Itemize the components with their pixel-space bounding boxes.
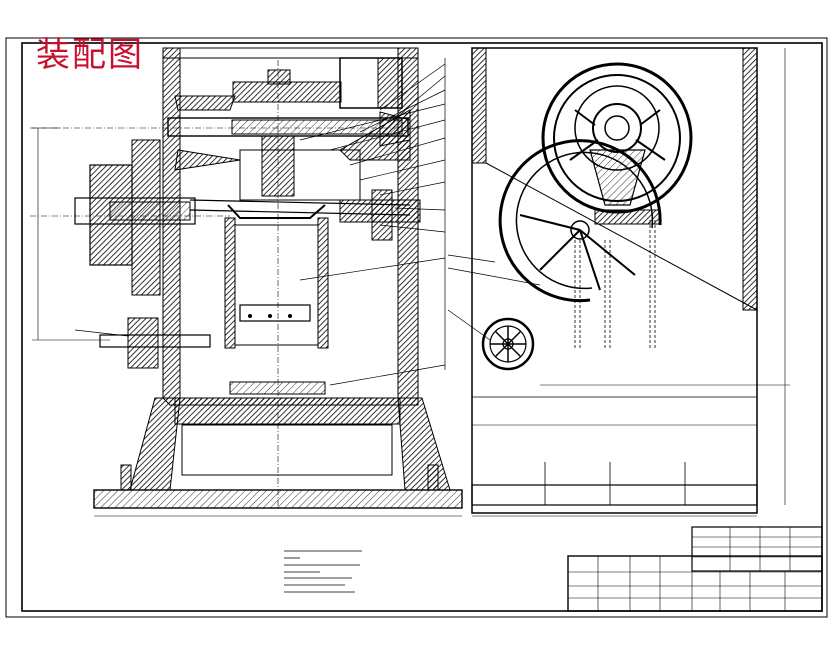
plate-bolt-1 [248,314,252,318]
lower-wheel-inner [515,151,654,290]
spindle-housing [239,149,361,201]
inner-border [21,42,823,612]
bowl-rim [227,204,326,219]
side-diagonal [485,162,758,311]
upper-wheel-spokes [569,109,666,161]
side-bracket [594,209,661,225]
side-base-plate [471,484,758,506]
base-left-leg [129,397,181,491]
bottom-grid [229,381,326,395]
upper-slope-mid [174,149,241,171]
leader-lines-front [299,58,446,386]
front-view [30,47,463,517]
leader-lines-side [447,254,541,341]
lower-wheel-spokes [519,214,636,291]
base-crossbar [174,397,401,425]
side-view [447,47,790,517]
lower-pointer [74,329,129,337]
right-clamp-bolt [371,189,393,241]
upper-wheel-bore [604,115,630,141]
hidden-lines [574,220,656,350]
container-inner [234,224,319,346]
foot-bolt-right [427,464,439,491]
side-right-wall [742,47,758,311]
drawing-title: 装配图 [36,35,144,75]
upper-wheel-hub [592,103,642,153]
main-shaft-thread [231,119,403,135]
top-gear [232,81,342,103]
base-right-leg [397,397,451,491]
plate-bolt-3 [288,314,292,318]
lower-pulley [127,317,159,369]
title-block [567,526,823,612]
base-window [181,424,393,476]
container-left-wall [224,217,236,349]
upper-wheel-web [589,149,646,206]
container-right-wall [317,217,329,349]
foot-bolt-left [120,464,132,491]
upper-slope-left [174,95,236,111]
small-wheel-outer [481,317,535,371]
lower-wheel-outer [498,139,662,303]
pulley-shaft-hatch [109,201,191,221]
technical-notes [284,550,362,593]
side-left-wall [471,47,487,164]
lower-wheel-hub [570,220,590,240]
pulley-shaft [74,197,196,225]
outer-border [5,37,828,618]
shaft-end-cone [379,111,411,147]
small-wheel-spokes [490,326,526,362]
inner-plate [239,304,311,322]
plate-bolt-2 [268,314,272,318]
gearbox-hatch [377,57,403,109]
lower-shaft [99,334,211,348]
side-feet [544,462,686,505]
frame-top [162,47,419,59]
